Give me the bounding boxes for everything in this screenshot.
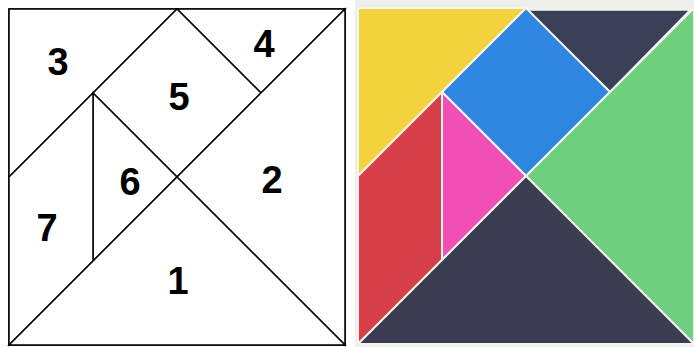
piece-number: 7 [36, 209, 57, 247]
tangram-piece: 1 [9, 177, 345, 345]
piece-number: 5 [168, 78, 189, 116]
piece-number: 2 [261, 161, 282, 199]
piece-number: 1 [167, 262, 188, 300]
piece-number: 3 [47, 43, 68, 81]
piece-number: 4 [253, 25, 274, 63]
piece-shape [9, 177, 345, 345]
piece-number: 6 [119, 163, 140, 201]
piece-outline [9, 177, 345, 345]
photo-ground [355, 0, 694, 347]
navy-large-piece [358, 176, 694, 344]
square-border [9, 9, 345, 345]
